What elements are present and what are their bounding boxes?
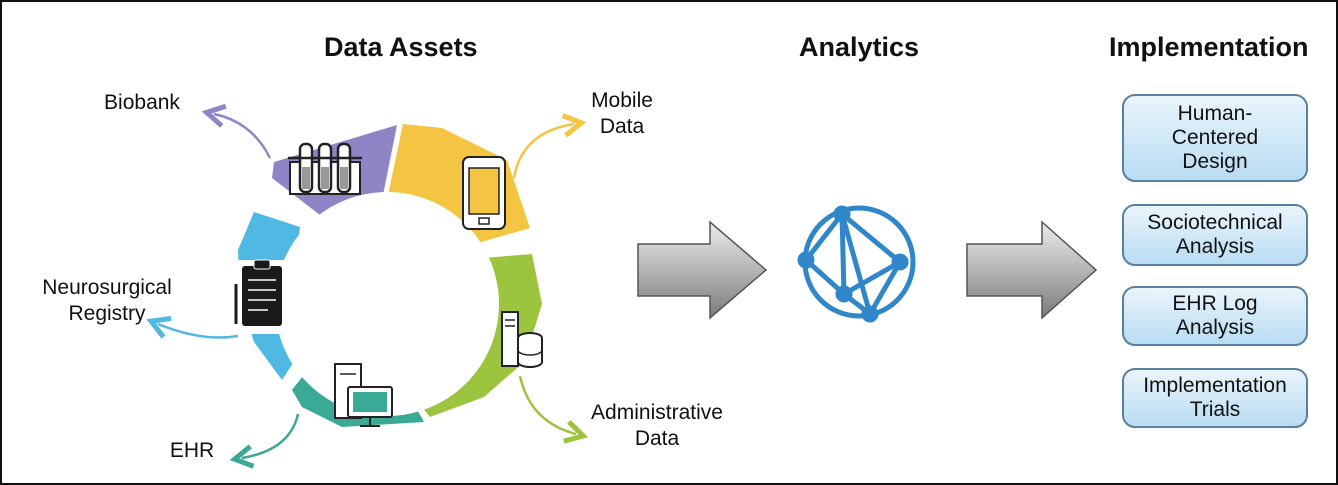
flow-arrow-to-analytics (637, 220, 768, 320)
label-biobank: Biobank (104, 91, 180, 114)
heading-data-assets: Data Assets (324, 32, 478, 62)
impl-box-implementation-trials: Implementation Trials (1122, 368, 1308, 428)
ring-center (275, 192, 499, 416)
arrow-to-mobile (512, 124, 574, 179)
test-tubes-icon (288, 142, 362, 195)
heading-implementation: Implementation (1109, 32, 1309, 62)
label-administrative-data: Administrative Data (591, 401, 723, 450)
arrow-to-administrative (518, 375, 576, 434)
impl-box-sociotechnical-analysis: Sociotechnical Analysis (1122, 204, 1308, 266)
label-neurosurgical-registry: Neurosurgical Registry (42, 276, 172, 325)
arrow-to-neurosurgical (158, 324, 239, 339)
label-mobile-data: Mobile Data (591, 89, 653, 138)
arrow-to-biobank (214, 114, 272, 159)
impl-text-sociotechnical-analysis: Sociotechnical Analysis (1147, 211, 1283, 258)
impl-text-implementation-trials: Implementation Trials (1143, 374, 1287, 421)
impl-box-ehr-log-analysis: EHR Log Analysis (1122, 286, 1308, 346)
clipboard-icon (234, 259, 294, 334)
network-globe-icon (797, 205, 916, 323)
label-ehr: EHR (169, 439, 215, 462)
asset-ring (238, 124, 542, 427)
server-database-icon (501, 311, 543, 368)
heading-analytics: Analytics (799, 32, 920, 62)
impl-box-human-centered-design: Human- Centered Design (1122, 94, 1308, 182)
impl-text-ehr-log-analysis: EHR Log Analysis (1172, 292, 1258, 339)
computer-tower-icon (334, 363, 393, 427)
mobile-phone-icon (462, 156, 506, 230)
impl-text-human-centered-design: Human- Centered Design (1171, 102, 1259, 173)
flow-arrow-to-implementation (966, 220, 1098, 320)
arrow-to-ehr (242, 413, 300, 458)
